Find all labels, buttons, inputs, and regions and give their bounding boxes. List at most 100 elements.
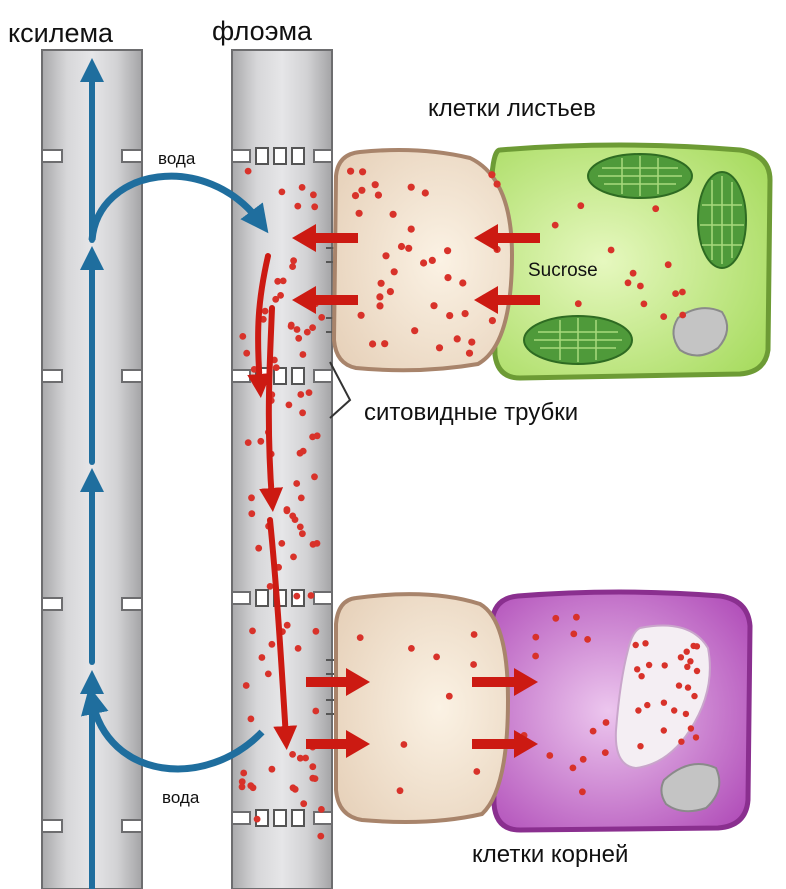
root-storage-cell	[492, 592, 750, 830]
sucrose-molecule	[239, 333, 246, 340]
sucrose-molecule	[679, 312, 686, 319]
sucrose-molecule	[641, 301, 648, 308]
sucrose-molecule	[661, 700, 667, 706]
sucrose-molecule	[693, 734, 699, 740]
sucrose-molecule	[684, 649, 690, 655]
sucrose-molecule	[289, 751, 296, 758]
sucrose-molecule	[387, 288, 394, 295]
sucrose-molecule	[694, 668, 700, 674]
sucrose-molecule	[652, 205, 659, 212]
sucrose-molecule	[243, 682, 250, 689]
sucrose-molecule	[678, 654, 684, 660]
sucrose-molecule	[292, 516, 299, 523]
sucrose-molecule	[306, 389, 313, 396]
sucrose-molecule	[358, 187, 365, 194]
chloroplast	[588, 154, 692, 198]
sucrose-molecule	[310, 191, 317, 198]
sucrose-molecule	[462, 310, 469, 317]
sucrose-molecule	[248, 716, 255, 723]
sucrose-molecule	[436, 344, 443, 351]
sucrose-molecule	[408, 645, 415, 652]
sucrose-molecule	[635, 707, 641, 713]
sucrose-molecule	[284, 622, 291, 629]
sucrose-molecule	[382, 252, 389, 259]
sucrose-molecule	[685, 684, 691, 690]
sucrose-molecule	[245, 439, 252, 446]
sucrose-molecule	[269, 641, 276, 648]
sucrose-molecule	[309, 763, 316, 770]
sucrose-molecule	[254, 816, 261, 823]
sucrose-molecule	[672, 290, 679, 297]
chloroplast	[524, 316, 632, 364]
sucrose-molecule	[299, 184, 306, 191]
sucrose-molecule	[646, 662, 652, 668]
sucrose-molecule	[376, 293, 383, 300]
sucrose-molecule	[642, 640, 648, 646]
sucrose-molecule	[290, 784, 297, 791]
sucrose-molecule	[584, 636, 591, 643]
sucrose-molecule	[259, 654, 266, 661]
sucrose-molecule	[311, 473, 318, 480]
sucrose-molecule	[408, 226, 415, 233]
sucrose-molecule	[249, 628, 256, 635]
sucrose-molecule	[311, 203, 318, 210]
sucrose-molecule	[570, 765, 577, 772]
sucrose-molecule	[634, 666, 640, 672]
sucrose-molecule	[688, 725, 694, 731]
sucrose-molecule	[661, 727, 667, 733]
sucrose-molecule	[433, 654, 440, 661]
leaf-companion-cell	[334, 150, 512, 370]
sucrose-molecule	[297, 391, 304, 398]
sucrose-molecule	[295, 645, 302, 652]
sucrose-molecule	[691, 693, 697, 699]
sucrose-molecule	[265, 671, 272, 678]
sucrose-molecule	[289, 263, 296, 270]
sucrose-molecule	[318, 806, 325, 813]
sucrose-molecule	[243, 350, 250, 357]
sucrose-molecule	[644, 702, 650, 708]
sucrose-molecule	[356, 210, 363, 217]
sucrose-molecule	[304, 329, 311, 336]
sucrose-molecule	[679, 289, 686, 296]
sucrose-molecule	[575, 300, 582, 307]
sucrose-molecule	[570, 631, 577, 638]
sucrose-molecule	[552, 222, 559, 229]
sucrose-molecule	[446, 693, 453, 700]
sucrose-molecule	[660, 313, 667, 320]
sucrose-molecule	[310, 541, 317, 548]
sucrose-molecule	[590, 728, 597, 735]
water-label-bottom: вода	[162, 788, 200, 807]
sucrose-molecule	[676, 682, 682, 688]
sucrose-molecule	[489, 317, 496, 324]
sucrose-molecule	[294, 203, 301, 210]
sucrose-molecule	[602, 749, 609, 756]
sucrose-molecule	[317, 833, 324, 840]
sucrose-molecule	[290, 554, 297, 561]
sucrose-molecule	[390, 211, 397, 218]
sucrose-molecule	[376, 302, 383, 309]
sucrose-molecule	[420, 259, 427, 266]
sucrose-molecule	[284, 506, 291, 513]
sucrose-molecule	[684, 664, 690, 670]
sucrose-molecule	[308, 592, 315, 599]
sucrose-molecule	[239, 778, 246, 785]
phloem-sieve-tube	[232, 50, 340, 889]
sieve-tubes-label: ситовидные трубки	[364, 399, 578, 426]
sucrose-molecule	[398, 243, 405, 250]
sucrose-molecule	[288, 322, 295, 329]
sucrose-molecule	[488, 171, 495, 178]
sucrose-molecule	[300, 800, 307, 807]
sucrose-molecule	[532, 653, 539, 660]
sucrose-molecule	[269, 766, 276, 773]
sucrose-molecule	[257, 438, 264, 445]
chloroplast	[698, 172, 746, 268]
sucrose-molecule	[671, 707, 677, 713]
sucrose-molecule	[375, 192, 382, 199]
sucrose-molecule	[580, 756, 587, 763]
sucrose-molecule	[466, 350, 473, 357]
sucrose-molecule	[381, 340, 388, 347]
sucrose-molecule	[293, 593, 300, 600]
sucrose-molecule	[422, 189, 429, 196]
sucrose-molecule	[454, 335, 461, 342]
